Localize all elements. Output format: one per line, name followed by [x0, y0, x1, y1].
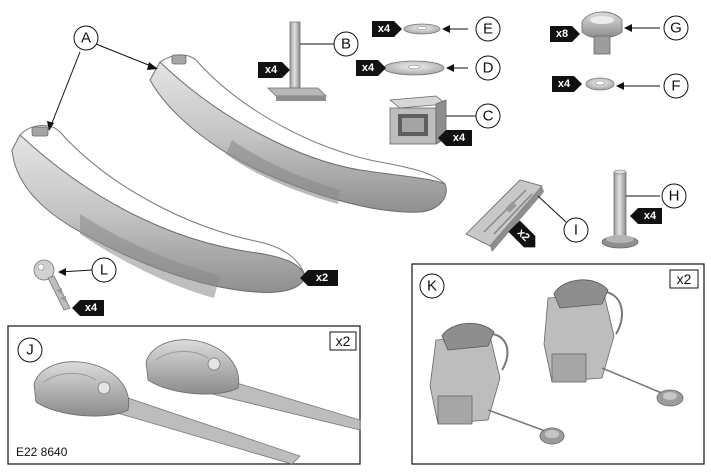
callout-h-label: H	[669, 188, 680, 205]
callout-c-label: C	[483, 108, 494, 125]
part-d-washer-large	[383, 60, 445, 76]
callout-a-label: A	[81, 30, 91, 47]
qty-tag-a: x2	[300, 270, 338, 286]
part-l-key	[33, 259, 71, 311]
callout-l-label: L	[100, 262, 108, 279]
box-j-qty: x2	[336, 333, 351, 349]
qty-tag-l: x4	[72, 300, 104, 316]
callout-d: D	[446, 55, 501, 81]
part-a-arm-front	[11, 125, 306, 298]
box-k-qty: x2	[677, 271, 692, 287]
qty-tag-c: x4	[438, 130, 472, 146]
part-a-arm-rear	[149, 54, 447, 213]
part-f-washer	[585, 77, 615, 91]
qty-f-text: x4	[558, 78, 571, 90]
qty-b-text: x4	[265, 64, 278, 76]
box-k: x2 K	[411, 263, 705, 465]
part-b-t-bolt	[267, 21, 327, 101]
callout-a: A	[47, 25, 158, 131]
part-i-plate	[465, 179, 544, 252]
callout-g: G	[624, 15, 689, 41]
callout-f: F	[616, 73, 689, 99]
qty-l-text: x4	[85, 302, 98, 314]
callout-b-label: B	[341, 36, 351, 53]
qty-tag-b: x4	[258, 62, 290, 78]
part-j-end-cap-left	[33, 361, 301, 465]
qty-tag-e: x4	[372, 21, 402, 37]
callout-k-label: K	[427, 278, 437, 295]
callout-e-label: E	[483, 21, 493, 38]
qty-tag-g: x8	[550, 26, 580, 42]
qty-a-text: x2	[316, 272, 328, 284]
qty-h-text: x4	[644, 210, 657, 222]
part-k-cradle-front	[429, 322, 565, 445]
qty-d-text: x4	[362, 62, 375, 74]
qty-e-text: x4	[378, 23, 391, 35]
reference-code: E22 8640	[16, 445, 68, 459]
callout-c: C	[446, 103, 501, 129]
callout-d-label: D	[483, 60, 494, 77]
part-e-washer-small	[403, 23, 441, 35]
qty-c-text: x4	[453, 132, 466, 144]
part-k-cradle-rear	[543, 279, 684, 407]
callout-j-label: J	[26, 342, 34, 359]
qty-g-text: x8	[556, 28, 568, 40]
callout-g-label: G	[670, 20, 682, 37]
part-h-bolt	[601, 169, 639, 249]
qty-tag-h: x4	[630, 208, 662, 224]
part-j-end-cap-right	[145, 339, 361, 431]
box-j: x2 J E22 8640	[7, 325, 361, 465]
qty-tag-f: x4	[552, 76, 582, 92]
callout-b: B	[300, 31, 359, 57]
callout-e: E	[442, 16, 501, 42]
part-g-knob	[581, 11, 623, 55]
callout-i-label: I	[574, 222, 578, 239]
qty-tag-i: x2	[508, 220, 536, 248]
callout-l: L	[58, 257, 117, 283]
callout-i: I	[537, 195, 589, 243]
callout-h: H	[626, 183, 687, 209]
part-c-bracket	[388, 95, 448, 145]
callout-f-label: F	[671, 78, 680, 95]
qty-tag-d: x4	[356, 60, 386, 76]
